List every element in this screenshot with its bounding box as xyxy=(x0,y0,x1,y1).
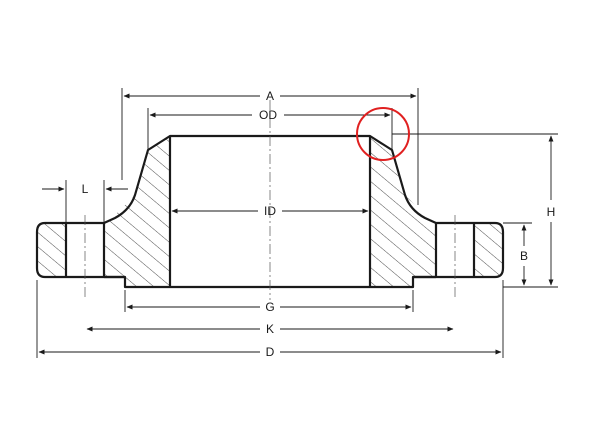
hatched-sections xyxy=(37,136,503,287)
label-h: H xyxy=(547,205,556,219)
highlight-circle xyxy=(356,107,410,161)
left-hub-section xyxy=(104,136,170,287)
label-g: G xyxy=(265,300,274,314)
right-hub-section xyxy=(370,136,436,287)
label-d: D xyxy=(266,345,275,359)
dimension-lines xyxy=(38,93,554,355)
right-rim-section xyxy=(474,223,503,277)
label-k: K xyxy=(266,322,274,336)
label-b: B xyxy=(520,249,528,263)
label-id: ID xyxy=(264,204,276,218)
label-l: L xyxy=(82,182,89,196)
dimension-labels: A OD ID G K D L H B xyxy=(82,89,556,359)
extension-lines xyxy=(36,88,558,358)
outer-profile xyxy=(35,134,505,289)
label-od: OD xyxy=(259,108,277,122)
left-rim-section xyxy=(37,223,66,277)
flange-outline xyxy=(35,134,505,289)
label-a: A xyxy=(266,89,274,103)
center-lines xyxy=(84,100,456,300)
